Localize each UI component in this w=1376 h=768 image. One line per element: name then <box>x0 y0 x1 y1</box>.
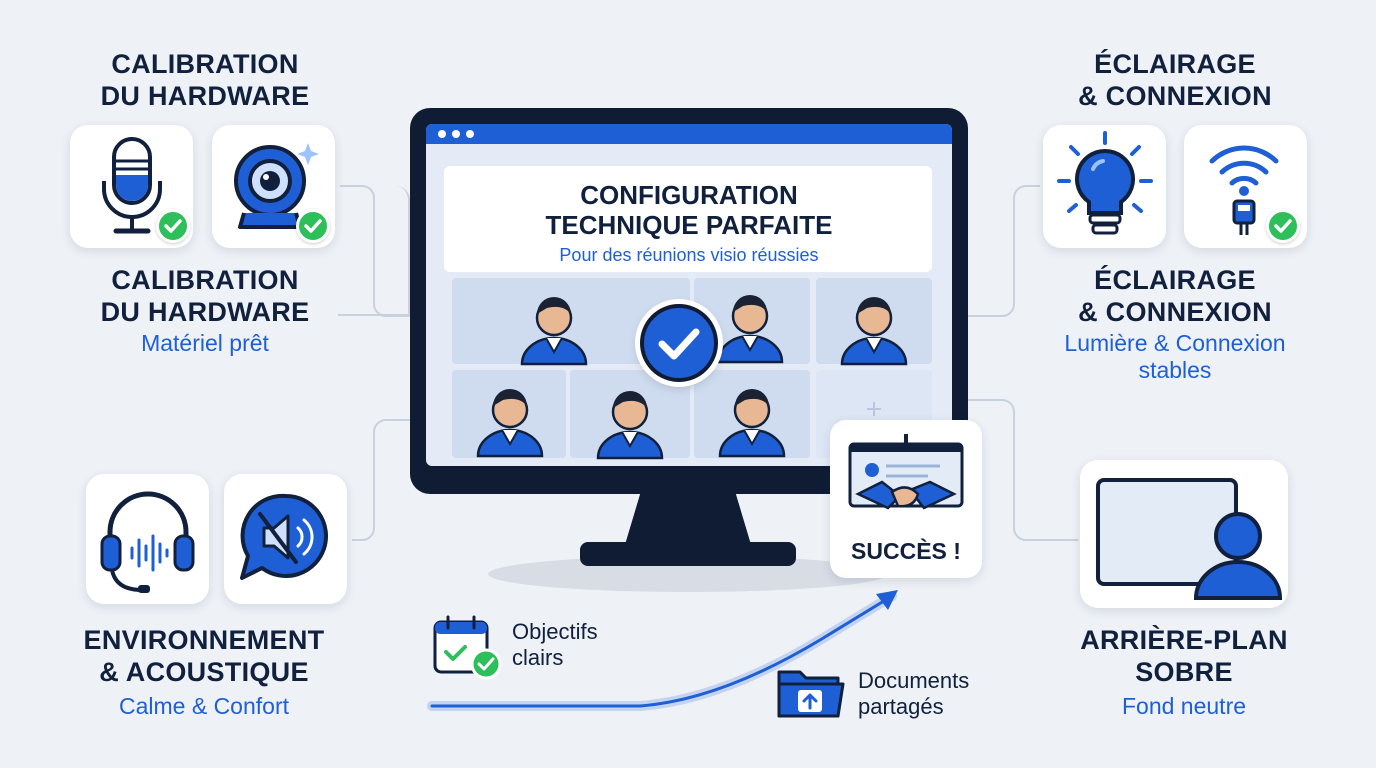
window-titlebar <box>426 124 952 144</box>
top-left-header: CALIBRATION DU HARDWARE <box>100 49 310 111</box>
microphone-card <box>70 125 193 248</box>
top-right-subtitle: Lumière & Connexion stables <box>1064 330 1286 383</box>
muted-speaker-icon <box>240 493 328 580</box>
folder-upload-icon <box>777 670 845 718</box>
bottom-left-subtitle: Calme & Confort <box>118 693 289 719</box>
light-bulb-icon <box>1057 131 1153 235</box>
headset-card <box>86 474 209 604</box>
top-right-header: ÉCLAIRAGE & CONNEXION <box>1078 49 1272 111</box>
muted-speaker-card <box>224 474 347 604</box>
background-card <box>1080 460 1288 608</box>
top-right-title: ÉCLAIRAGE & CONNEXION <box>1078 265 1272 327</box>
center-subtitle: Pour des réunions visio réussies <box>559 245 819 265</box>
title-panel <box>444 166 932 272</box>
bottom-right-title: ARRIÈRE-PLAN SOBRE <box>1080 625 1288 687</box>
window-dot <box>438 130 446 138</box>
success-card: SUCCÈS ! <box>830 420 982 578</box>
top-left-subtitle: Matériel prêt <box>141 330 269 356</box>
connector-top-left <box>338 186 410 316</box>
check-icon <box>1266 209 1300 243</box>
progress-arrow <box>427 590 898 711</box>
webcam-card <box>212 125 335 248</box>
wifi-ethernet-icon <box>1209 145 1279 235</box>
monitor-base <box>580 542 796 566</box>
top-left-title: CALIBRATION DU HARDWARE <box>100 265 310 327</box>
neutral-background-icon <box>1096 478 1283 600</box>
center-title: CONFIGURATION TECHNIQUE PARFAITE <box>545 180 833 240</box>
participant-grid <box>452 278 932 460</box>
timeline-item-documents: Documents partagés <box>858 668 970 719</box>
light-bulb-card <box>1043 125 1166 248</box>
handshake-presentation-icon <box>848 434 964 510</box>
monitor-stand <box>624 488 752 548</box>
timeline-item-objectifs: Objectifs clairs <box>512 619 598 670</box>
check-icon <box>296 209 330 243</box>
microphone-icon <box>102 137 162 234</box>
bottom-left-title: ENVIRONNEMENT & ACOUSTIQUE <box>83 625 325 687</box>
calendar-check-icon <box>433 615 502 680</box>
success-label: SUCCÈS ! <box>851 538 961 564</box>
window-dot <box>466 130 474 138</box>
headset-icon <box>100 491 195 593</box>
window-dot <box>452 130 460 138</box>
big-check-icon <box>640 304 718 382</box>
wifi-ethernet-card <box>1184 125 1307 248</box>
bottom-right-subtitle: Fond neutre <box>1121 693 1247 719</box>
check-icon <box>156 209 190 243</box>
